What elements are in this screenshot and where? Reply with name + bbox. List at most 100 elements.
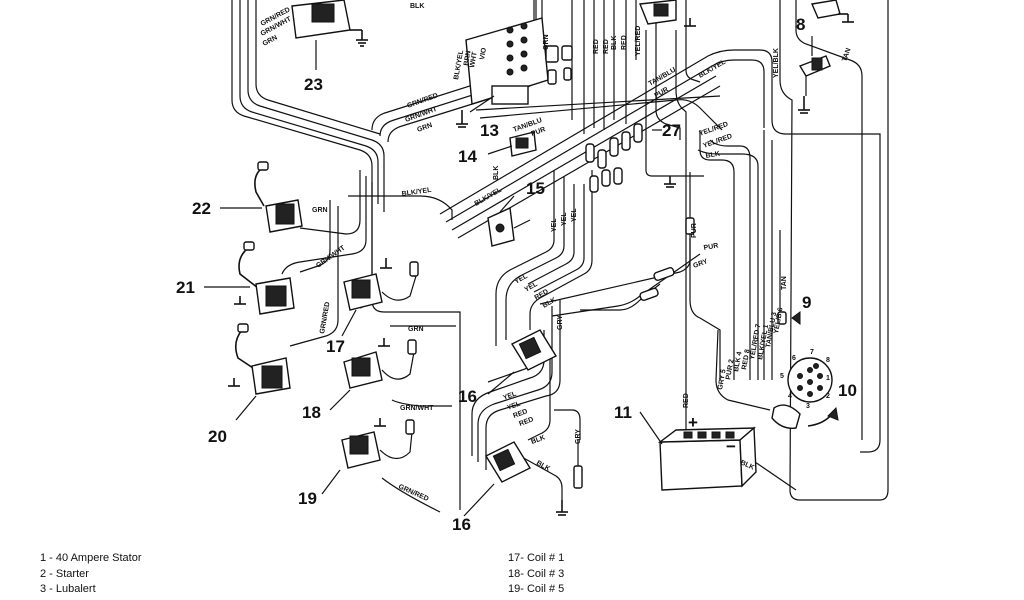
pin-3: 3 [806,403,810,410]
wire-label: YEL [571,208,578,222]
callout-21: 21 [176,278,195,297]
legend-left: 1 - 40 Ampere Stator 2 - Starter 3 - Lub… [40,551,142,598]
top-connectors [545,0,696,85]
wire-label: PUR [691,223,698,238]
wire-label: TAN [781,276,788,290]
callout-27: 27 [662,121,681,140]
component-14 [509,131,537,157]
coil-18 [343,338,417,389]
switch-box-16-lower [485,441,583,516]
wire-label: BLK [493,166,500,180]
wire-label: YEL [506,400,522,411]
wire-label: GRY 5 [717,369,727,391]
wire-label: GRY [557,315,564,330]
wire-label: YEL/B 6 [773,307,785,334]
wire-label: YEL [524,281,540,294]
legend-item: 18- Coil # 3 [508,567,565,580]
pin-5: 5 [780,373,784,380]
ground-symbols [664,176,676,188]
callout-11: 11 [614,403,632,422]
coil-21 [234,241,295,315]
connector-pin-numbers: 1 2 3 4 5 6 7 8 [780,349,830,410]
wire-label: BLK [530,434,546,445]
callout-16-upper: 16 [458,387,477,406]
wire-label: PUR 2 [725,359,735,381]
wire-label: GRN [312,207,328,214]
leader-lines [204,36,813,517]
legend-item: 3 - Lubalert [40,583,96,595]
wire-label: BRN [463,50,473,66]
terminal-block-13 [456,17,549,128]
wire-label: BLK/YEL [401,187,432,198]
wire-label: RED 8 [741,349,751,371]
wire-label: VIO [479,47,488,61]
wire-label: GRN/WHT [400,405,434,412]
wire-label: TAN [841,47,852,62]
wire-label: RED [518,416,534,428]
wire-label: YEL/BLK [773,48,780,78]
callout-22: 22 [192,199,211,218]
legend-item: 17- Coil # 1 [508,552,565,564]
wire-label: RED [593,39,600,54]
wire-label: BLK [611,36,618,50]
callout-17: 17 [326,337,345,356]
callout-numbers: 8 9 10 11 13 14 15 16 16 17 18 19 20 21 … [176,15,857,534]
legend-item: 19- Coil # 5 [508,583,565,595]
battery-minus: − [726,437,736,456]
wire-label: RED [683,393,690,408]
wire-label: YEL/RED [635,26,642,56]
wire-label: PUR [703,243,719,252]
battery-plus: + [688,413,698,432]
coil-19 [341,418,415,469]
fuse-bank-27 [585,123,662,193]
wire-label: GRN/RED [319,301,331,334]
wire-label: GRY [575,429,582,444]
wire-label: BLK [542,296,558,309]
legend-item: 2 - Starter [40,567,89,580]
callout-15: 15 [526,179,545,198]
legend-right: 17- Coil # 1 18- Coil # 3 19- Coil # 5 [508,551,564,598]
coil-22 [254,161,303,233]
pin-6: 6 [792,355,796,362]
pin-1: 1 [826,375,830,382]
wire-label: GRN/RED [397,483,429,503]
component-15 [487,206,531,247]
inline-connectors [639,217,695,302]
wire-label: BLK 4 [733,351,743,372]
callout-14: 14 [458,147,477,166]
wire-label: RED [512,408,528,420]
wire-label: YEL [551,218,558,232]
callout-19: 19 [298,489,317,508]
wire-label: BLK/YEL [474,186,504,207]
pin-8: 8 [826,357,830,364]
pin-2: 2 [826,393,830,400]
connector-10 [771,357,839,429]
wire-label: YEL [502,390,518,401]
legend-item: 1 - 40 Ampere Stator [40,552,142,564]
pin-7: 7 [810,349,814,356]
wire-label: YEL [561,212,568,226]
module-23 [291,0,368,47]
wire-label: BLK [410,3,424,10]
wire-label: GRN/WHT [315,244,347,269]
callout-10: 10 [838,381,857,400]
sender-8 [798,0,854,114]
switch-box-16-upper [511,329,557,371]
wire-label: YEL [514,273,530,286]
callout-20: 20 [208,427,227,446]
wire-label: PUR [530,126,546,138]
component-9 [777,311,801,325]
wire-label: BLK/YEL [698,58,728,79]
callout-13: 13 [480,121,499,140]
wire-label: BLK [705,151,720,160]
wire-label: WHT [469,51,479,69]
wire-label: RED [603,39,610,54]
wire-label: GRN [416,122,433,134]
callout-23: 23 [304,75,323,94]
callout-16-lower: 16 [452,515,471,534]
wire-label: BLK [535,460,551,473]
wire-label: GRN [408,326,424,333]
callout-18: 18 [302,403,321,422]
callout-9: 9 [802,293,811,312]
